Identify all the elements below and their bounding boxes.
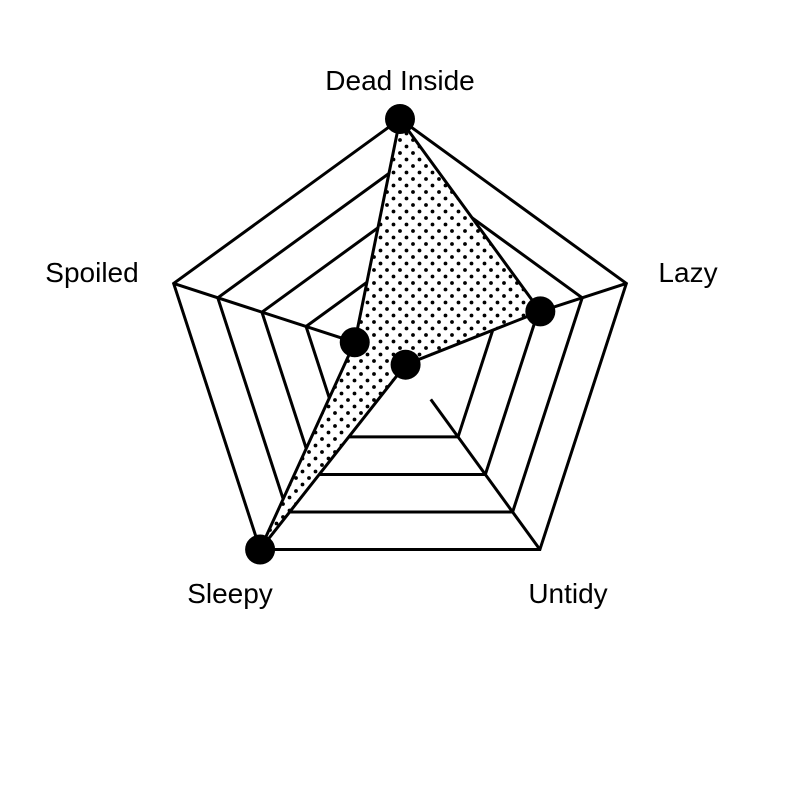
spoke-spoiled (173, 282, 351, 343)
data-area-group (258, 117, 542, 552)
axis-label-lazy: Lazy (658, 257, 717, 288)
axis-label-spoiled: Spoiled (45, 257, 138, 288)
axis-label-untidy: Untidy (528, 578, 607, 609)
grid-ring-1 (171, 117, 629, 552)
data-point-dead-inside (385, 104, 415, 134)
data-point-spoiled (339, 327, 370, 358)
data-point-sleepy (245, 534, 276, 565)
data-point-untidy (390, 349, 421, 380)
spoke-untidy (429, 398, 542, 551)
grid-ring-2 (216, 163, 584, 514)
data-area (258, 117, 542, 552)
data-point-lazy (525, 296, 556, 327)
data-markers (245, 104, 556, 565)
axis-label-sleepy: Sleepy (187, 578, 273, 609)
axis-label-dead-inside: Dead Inside (325, 65, 474, 96)
